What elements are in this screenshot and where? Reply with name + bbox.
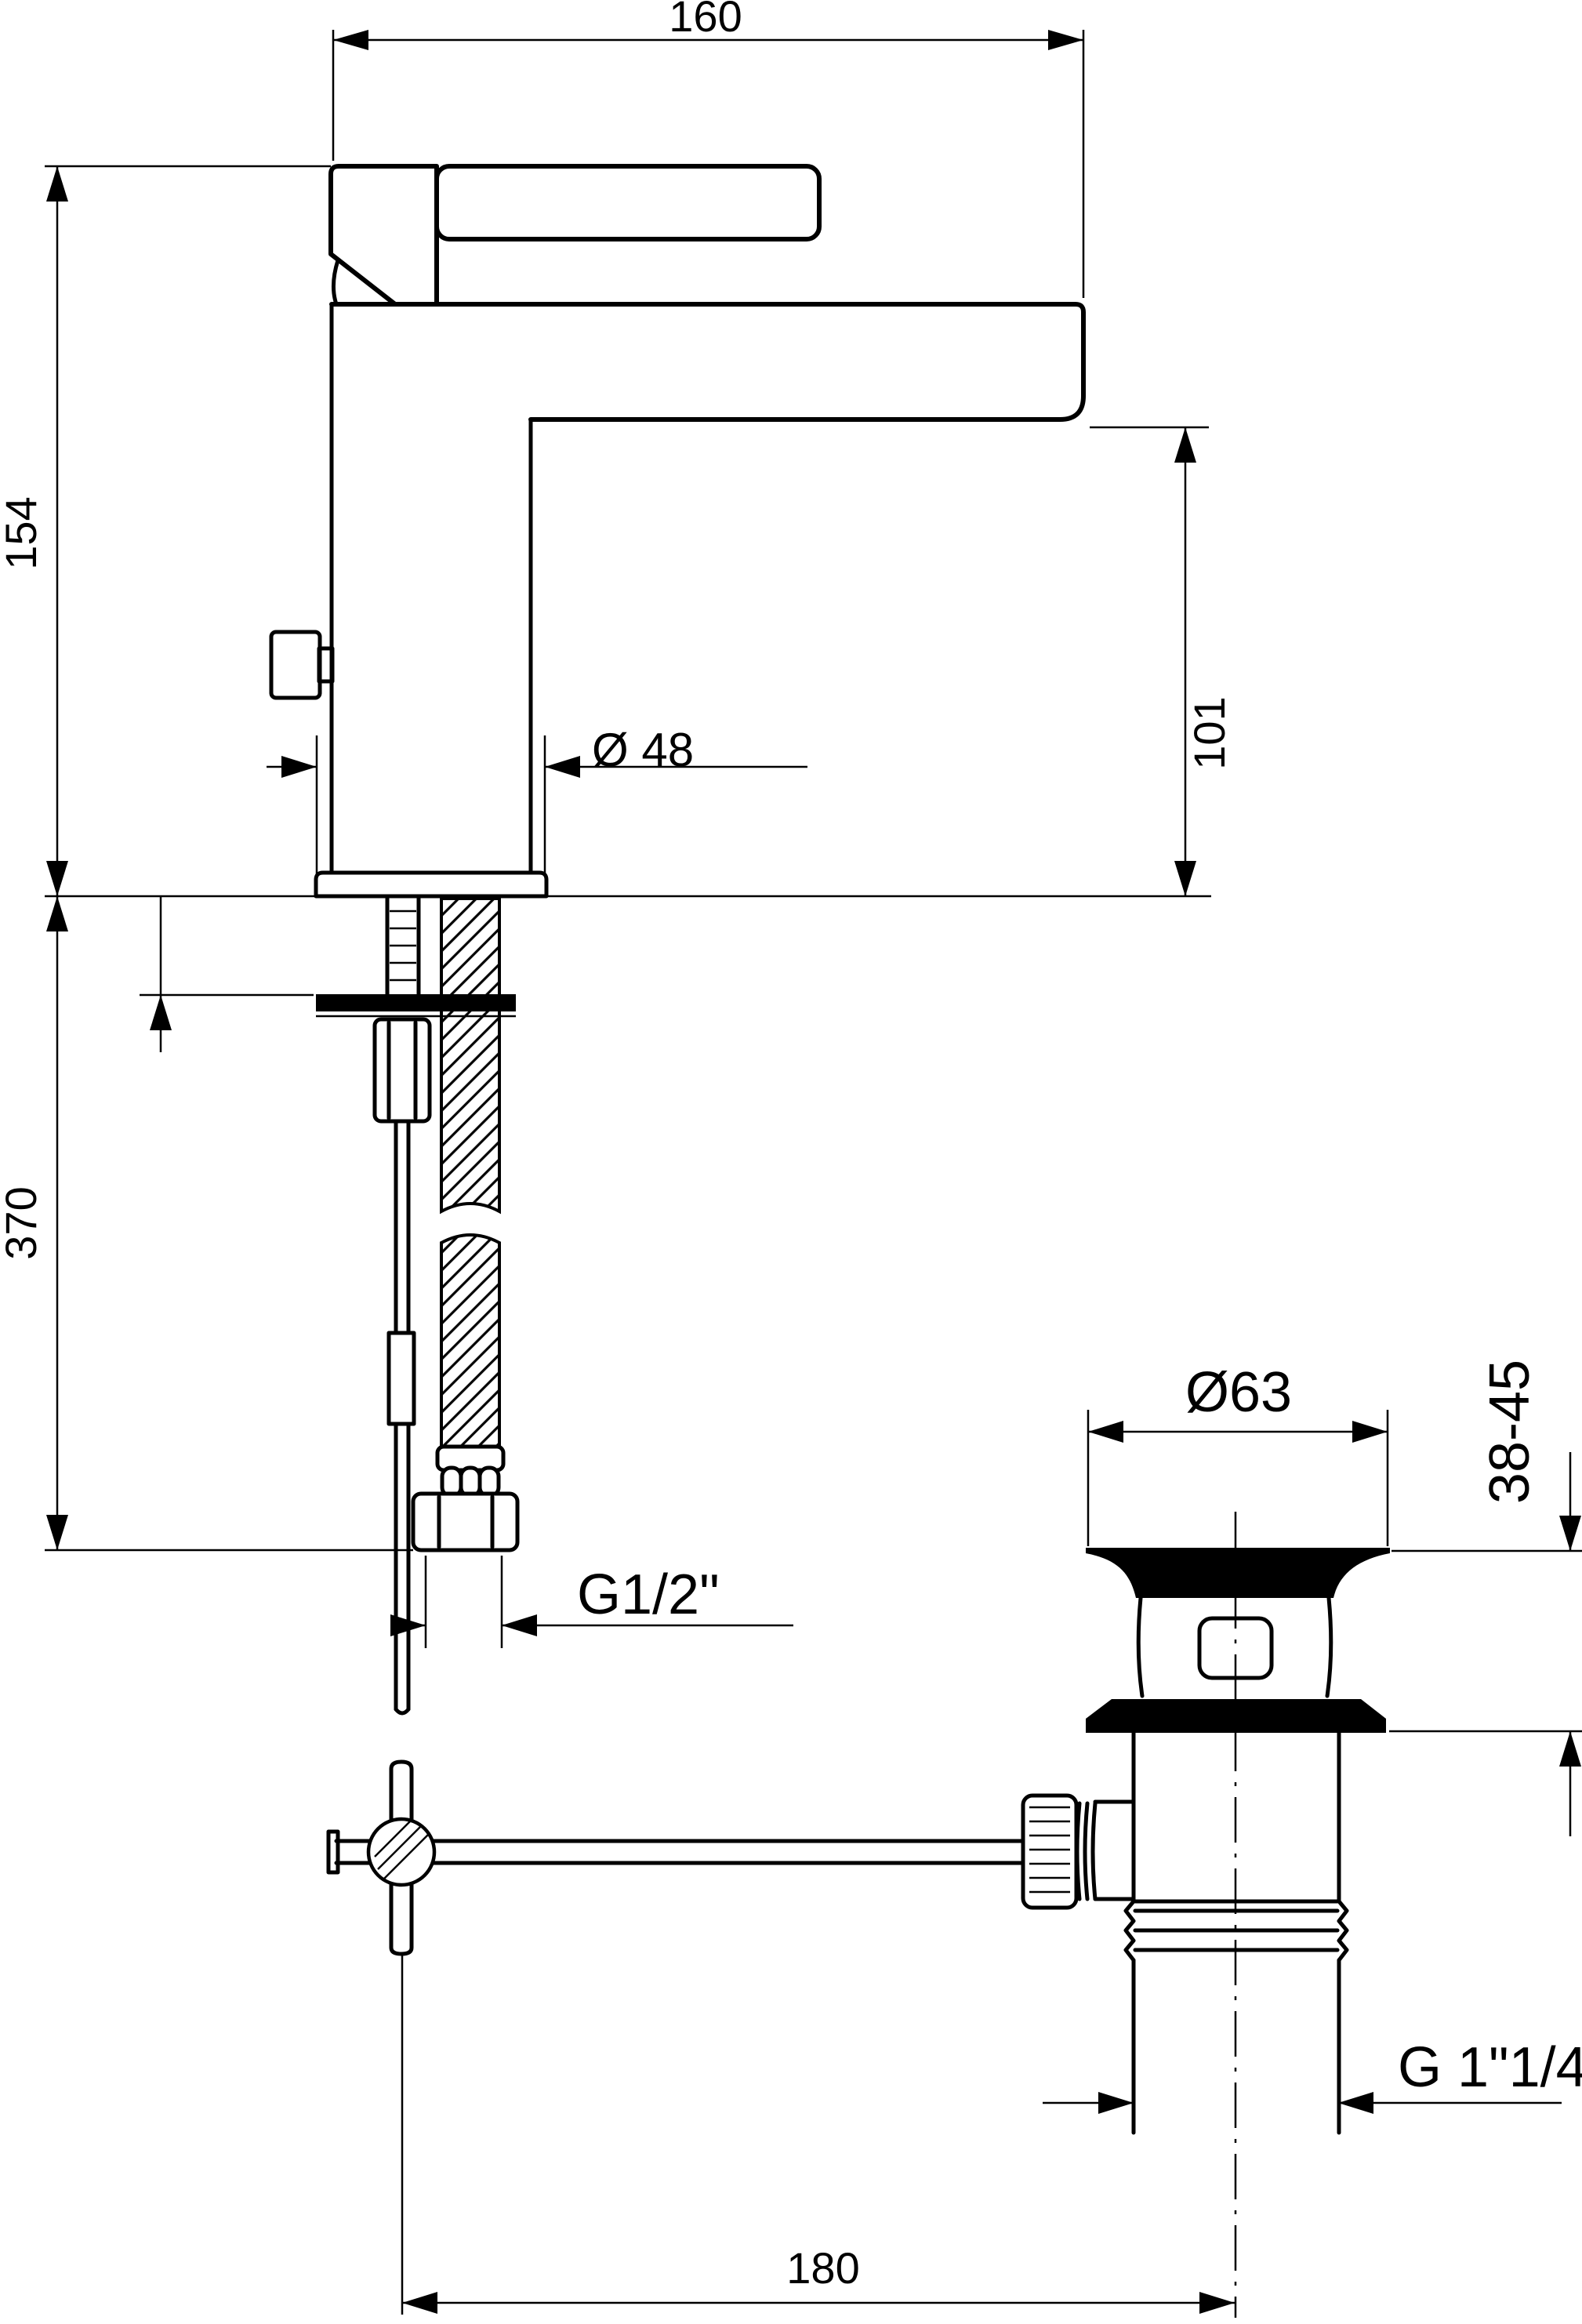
rod-lower-segment	[389, 1759, 414, 1956]
dimension-base-diameter: Ø 48	[267, 724, 807, 877]
dim-154-label: 154	[0, 496, 45, 569]
rod-sleeve	[386, 1331, 416, 1426]
under-counter-parts	[316, 896, 520, 1716]
rod-connector	[1021, 1793, 1136, 1910]
faucet-side-view	[45, 164, 1211, 899]
dim-101-label: 101	[1185, 696, 1234, 769]
dimension-below-deck: 370	[0, 896, 413, 1552]
drain-tailpiece	[1123, 1730, 1349, 2135]
dim-370-label: 370	[0, 1186, 45, 1259]
drain-flange	[1086, 1548, 1390, 1598]
base-plate	[314, 870, 549, 899]
dim-48-label: Ø 48	[592, 724, 694, 776]
popup-linkage	[326, 1759, 1024, 1956]
threaded-shank	[385, 896, 421, 997]
bellows-ring	[1083, 1801, 1090, 1901]
dim-180-label: 180	[786, 2243, 859, 2293]
rod-end-cap	[326, 1829, 340, 1875]
popup-rod	[386, 1119, 416, 1716]
dim-63-label: Ø63	[1185, 1361, 1292, 1424]
handle-lever	[434, 164, 822, 241]
bellows-ring	[1075, 1801, 1082, 1901]
dimension-supply-thread: G1/2"	[390, 1556, 793, 1648]
popup-knob	[269, 630, 322, 700]
dimension-spout-height: 101	[1090, 426, 1234, 896]
dim-g114-label: G 1"1/4	[1398, 2036, 1582, 2099]
mounting-washer	[316, 994, 516, 1011]
dimension-spout-reach: 160	[332, 0, 1085, 298]
supply-hose	[411, 897, 520, 1552]
handle-base	[328, 164, 439, 307]
drain-body-right	[1325, 1596, 1333, 1698]
dim-3845-label: 38-45	[1479, 1360, 1541, 1504]
rod-break-upper	[394, 1707, 411, 1716]
thread-left-edge	[1123, 1899, 1136, 1963]
hose-nut	[411, 1491, 520, 1552]
dimension-rod-offset: 180	[401, 1954, 1235, 2315]
bellows-ring	[1090, 1801, 1098, 1901]
dimension-waste-flange: Ø63	[1087, 1361, 1389, 1546]
mounting-nut	[372, 1017, 432, 1124]
thread-right-edge	[1337, 1899, 1349, 1963]
supply-hose-upper	[440, 897, 501, 1215]
pivot-ball	[366, 1817, 437, 1887]
dim-g12-label: G1/2"	[577, 1563, 720, 1626]
dimension-deck-range: 38-45	[1389, 1360, 1582, 1836]
supply-hose-lower	[440, 1233, 501, 1448]
spout	[329, 302, 1086, 422]
dimension-waste-thread: G 1"1/4	[1043, 2036, 1582, 2114]
dim-160-label: 160	[669, 0, 742, 41]
drain-gasket	[1086, 1699, 1386, 1733]
drain-body-left	[1136, 1596, 1145, 1698]
deck-thickness-dimension	[140, 896, 314, 1052]
dimension-total-height: 154	[0, 165, 331, 1550]
handle-pivot-arc	[332, 258, 340, 307]
drain-assembly	[1021, 1512, 1390, 2318]
